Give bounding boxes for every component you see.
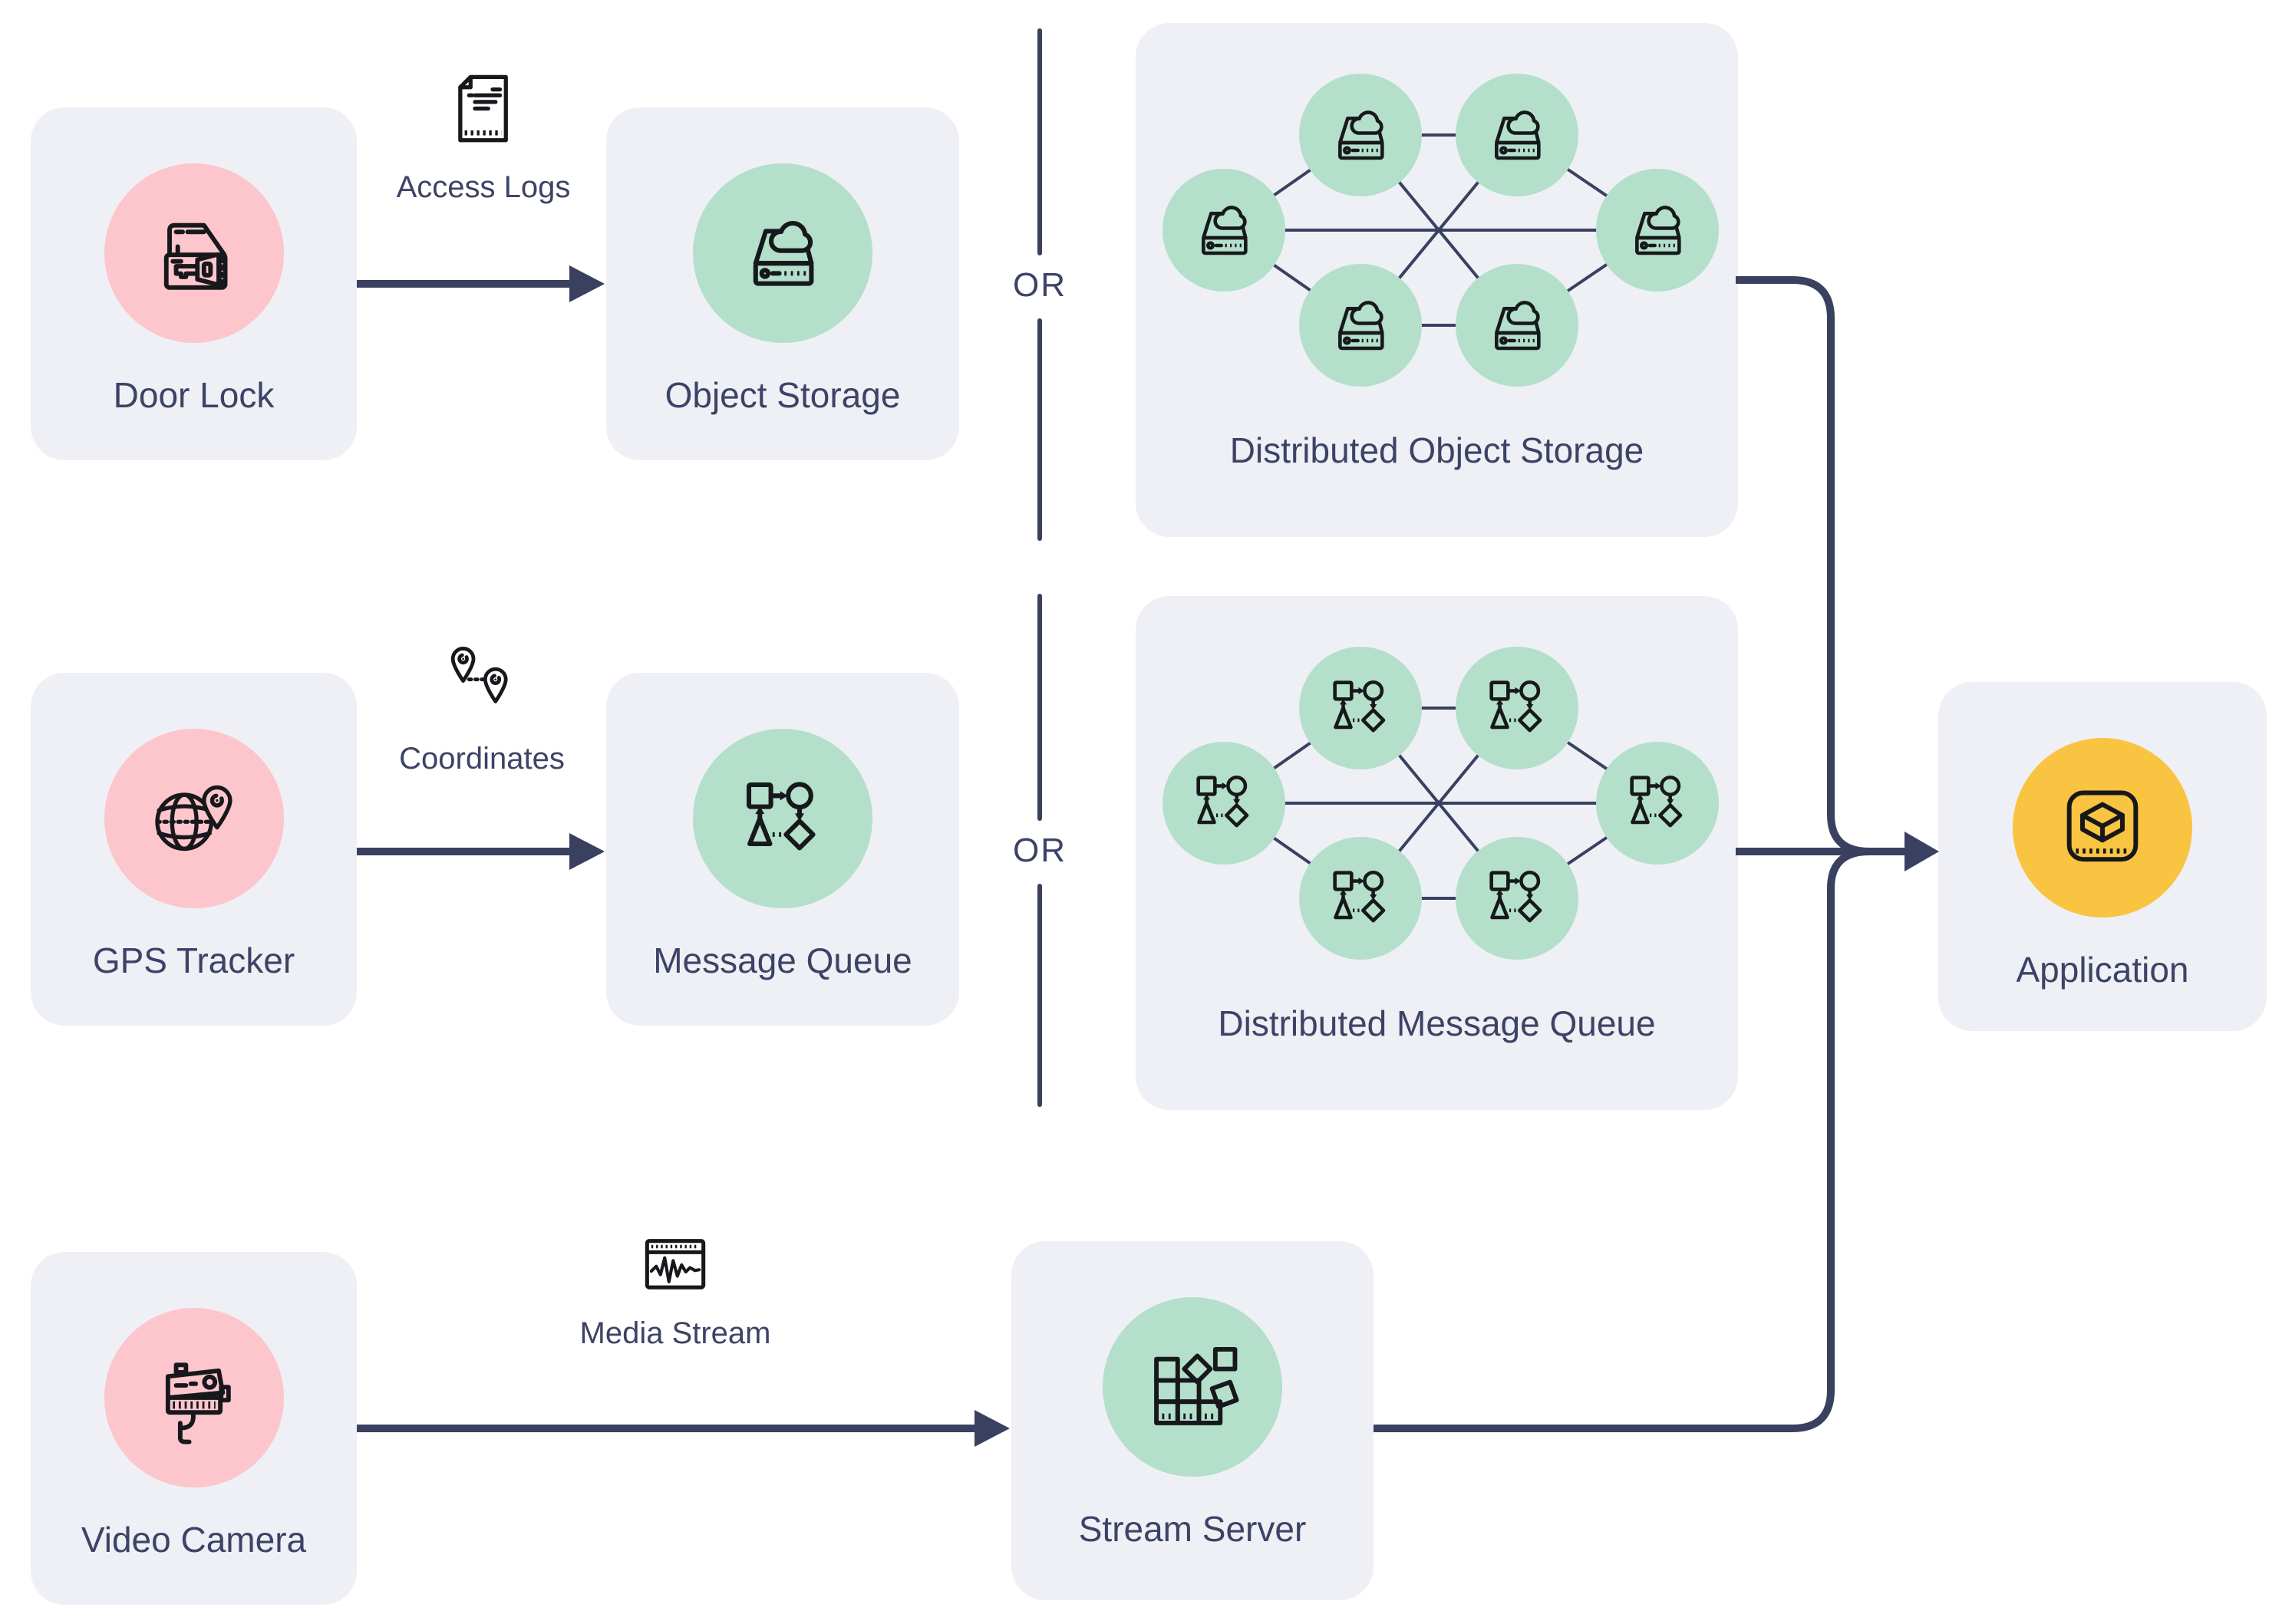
stream-server-accent-circle: [1103, 1297, 1282, 1477]
node-distributed-object-storage: Distributed Object Storage: [1136, 23, 1738, 537]
storage-node-icon: [1635, 206, 1681, 255]
video-camera-accent-circle: [104, 1308, 284, 1487]
edge-dos-to-merge: [1736, 276, 1870, 855]
queue-node-circle: [1162, 742, 1285, 865]
node-label: Distributed Object Storage: [1229, 430, 1644, 470]
node-label: Application: [2016, 950, 2189, 990]
node-object-storage: Object Storage: [606, 107, 959, 460]
storage-node-circle: [1299, 74, 1422, 196]
gps-tracker-accent-circle: [104, 729, 284, 908]
node-label: Stream Server: [1078, 1509, 1307, 1549]
storage-node-circle: [1299, 264, 1422, 387]
queue-node-circle: [1299, 837, 1422, 960]
queue-node-circle: [1456, 837, 1578, 960]
node-message-queue: Message Queue: [606, 673, 959, 1026]
edge-annotation-access-logs: Access Logs: [387, 65, 579, 205]
node-label: GPS Tracker: [92, 940, 295, 980]
queue-node-icon: [1196, 775, 1249, 828]
arrowhead: [569, 833, 605, 870]
edge-annotation-coordinates: Coordinates: [386, 638, 578, 776]
queue-node-icon: [1333, 870, 1386, 923]
or-separator-1-label: OR: [1013, 266, 1067, 304]
storage-node-icon: [1202, 206, 1248, 255]
queue-node-icon: [1333, 680, 1386, 733]
node-door-lock: Door Lock: [31, 107, 357, 460]
queue-node-circle: [1596, 742, 1719, 865]
object-storage-accent-circle: [693, 163, 872, 343]
storage-node-icon: [1338, 301, 1384, 351]
waveform-window-icon: [645, 1239, 706, 1290]
queue-node-icon: [1489, 870, 1542, 923]
video-camera-icon: [165, 1362, 231, 1444]
node-label: Distributed Message Queue: [1218, 1003, 1656, 1043]
message-queue-icon: [746, 782, 816, 851]
queue-node-circle: [1456, 647, 1578, 769]
queue-node-icon: [1489, 680, 1542, 733]
node-gps-tracker: GPS Tracker: [31, 673, 357, 1026]
blocks-icon: [1154, 1347, 1239, 1425]
edge-label: Access Logs: [396, 170, 571, 204]
message-queue-accent-circle: [693, 729, 872, 908]
storage-node-icon: [1338, 110, 1384, 160]
edge-label: Media Stream: [579, 1316, 771, 1350]
arrowhead: [975, 1410, 1010, 1447]
node-stream-server: Stream Server: [1011, 1241, 1374, 1600]
node-label: Object Storage: [665, 375, 901, 415]
node-application: Application: [1938, 682, 2267, 1031]
location-pins-icon: [450, 647, 508, 703]
globe-pin-icon: [154, 785, 232, 852]
cube-app-icon: [2066, 790, 2139, 862]
storage-node-circle: [1596, 169, 1719, 292]
node-distributed-message-queue: Distributed Message Queue: [1136, 596, 1738, 1110]
node-label: Door Lock: [113, 375, 275, 415]
node-video-camera: Video Camera: [31, 1252, 357, 1605]
storage-node-circle: [1456, 264, 1578, 387]
edge-annotation-media-stream: Media Stream: [579, 1221, 771, 1351]
node-label: Video Camera: [81, 1520, 307, 1560]
storage-node-icon: [1495, 301, 1541, 351]
application-accent-circle: [2013, 738, 2192, 917]
document-icon: [457, 74, 508, 143]
queue-node-icon: [1630, 775, 1683, 828]
arrowhead: [1905, 832, 1939, 871]
arrowhead: [569, 265, 605, 302]
storage-node-circle: [1162, 169, 1285, 292]
door-lock-icon: [163, 222, 227, 290]
storage-node-circle: [1456, 74, 1578, 196]
or-separator-2-label: OR: [1013, 832, 1067, 869]
queue-node-circle: [1299, 647, 1422, 769]
storage-node-icon: [1495, 110, 1541, 160]
cloud-storage-icon: [753, 221, 814, 286]
edge-label: Coordinates: [399, 742, 565, 776]
door-lock-accent-circle: [104, 163, 284, 343]
node-label: Message Queue: [653, 940, 912, 980]
